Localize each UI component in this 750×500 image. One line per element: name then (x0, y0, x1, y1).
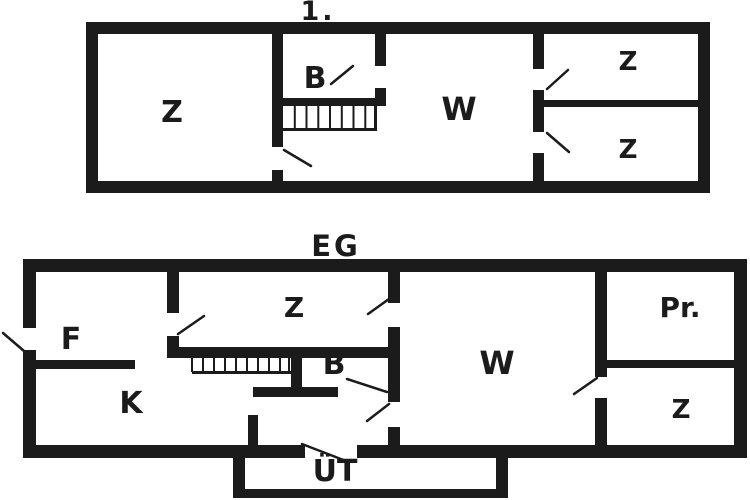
wall-segment (283, 98, 386, 106)
stair-edge (374, 106, 377, 131)
room-label-eg-b: B (323, 347, 346, 382)
door-swing-line (366, 297, 391, 316)
wall-segment (233, 489, 508, 498)
door-swing-line (329, 64, 355, 86)
room-label-eg-w: W (479, 344, 514, 382)
eg-outer-walls (22, 259, 747, 459)
wall-segment (544, 100, 704, 107)
room-label-upper-z-top-right: Z (619, 47, 638, 77)
wall-segment (272, 170, 283, 187)
eg-stairs (191, 358, 291, 374)
wall-segment (496, 458, 508, 498)
wall-segment (272, 28, 283, 147)
door-swing-line (572, 376, 599, 396)
door-swing-line (345, 377, 389, 394)
floor-ground: EG (1, 229, 747, 498)
room-label-upper-b: B (304, 61, 327, 96)
wall-segment (607, 360, 734, 368)
eg-terrace-walls (233, 458, 508, 498)
wall-segment (595, 266, 607, 377)
wall-segment (375, 28, 386, 66)
room-label-eg-k: K (119, 386, 144, 421)
wall-segment (533, 153, 544, 187)
wall-segment (388, 266, 400, 303)
room-label-upper-z-bottom-right: Z (619, 135, 638, 165)
upper-outer-walls (86, 22, 710, 193)
door-swing-line (1, 331, 26, 353)
door-gap-entrance (22, 328, 38, 350)
wall-segment (533, 28, 544, 69)
wall-segment (388, 427, 400, 445)
room-label-eg-f: F (61, 322, 82, 357)
door-swing-line (545, 131, 571, 154)
stair-edge (283, 128, 377, 131)
wall-segment (533, 90, 544, 132)
upper-interior-walls (272, 28, 704, 187)
room-label-upper-z-left: Z (161, 95, 183, 130)
door-swing-line (176, 314, 206, 336)
door-swing-line (282, 148, 313, 168)
eg-interior-walls (30, 266, 734, 445)
wall-segment (233, 458, 245, 498)
wall-segment (248, 415, 258, 445)
wall-segment (167, 347, 400, 358)
room-label-eg-z-middle: Z (284, 291, 304, 324)
eg-room-labels: F K Z B W Pr. Z ÜT (61, 291, 701, 489)
stair-edge (192, 371, 291, 374)
door-gap-terrace (305, 444, 357, 459)
room-label-upper-w: W (441, 90, 476, 128)
wall-segment (388, 327, 400, 402)
wall-outline (86, 22, 710, 193)
wall-segment (595, 398, 607, 445)
wall-outline (23, 259, 747, 458)
room-label-eg-z-right: Z (672, 395, 691, 425)
room-label-eg-pr: Pr. (660, 291, 701, 324)
eg-door-swings (1, 297, 599, 463)
room-label-eg-ut: ÜT (313, 452, 358, 489)
upper-stairs (283, 106, 377, 131)
wall-segment (30, 360, 135, 369)
upper-door-swings (282, 64, 571, 168)
wall-segment (291, 347, 302, 397)
door-swing-line (545, 68, 570, 91)
door-swing-line (365, 402, 391, 423)
wall-segment (167, 266, 179, 313)
upper-room-labels: Z B W Z Z (161, 47, 637, 165)
wall-segment (375, 88, 386, 106)
door-swing-line (300, 442, 348, 463)
floor-upper: 1. (86, 0, 710, 193)
floor-title-ground: EG (311, 229, 361, 263)
wall-segment (253, 387, 338, 397)
